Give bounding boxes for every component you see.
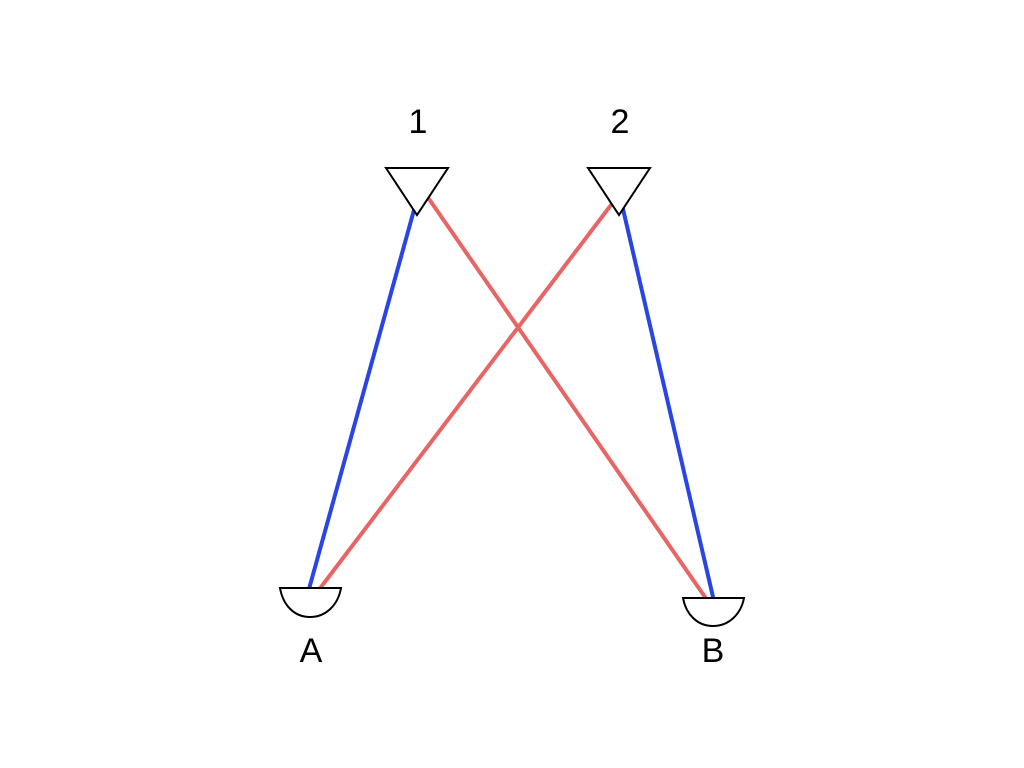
emitter-2-triangle-icon [586, 167, 652, 217]
detector-b: B [681, 597, 746, 670]
emitter-2-label: 2 [611, 103, 630, 141]
detector-b-cup-icon [681, 597, 746, 628]
emitter-2-to-detector-b-line [621, 207, 715, 599]
emitter-1-to-detector-a-line [307, 208, 416, 591]
connection-lines [307, 197, 715, 599]
detector-a: A [278, 587, 343, 670]
detector-b-label: B [702, 632, 725, 670]
detector-a-label: A [300, 632, 323, 670]
emitter-1-label: 1 [409, 103, 428, 141]
emitter-1: 1 [384, 103, 450, 217]
emitter-1-to-detector-b-line [427, 197, 707, 599]
emitter-1-triangle-icon [384, 167, 450, 217]
emitter-2: 2 [586, 103, 652, 217]
detector-a-cup-icon [278, 587, 343, 619]
emitter-2-to-detector-a-line [316, 203, 613, 593]
